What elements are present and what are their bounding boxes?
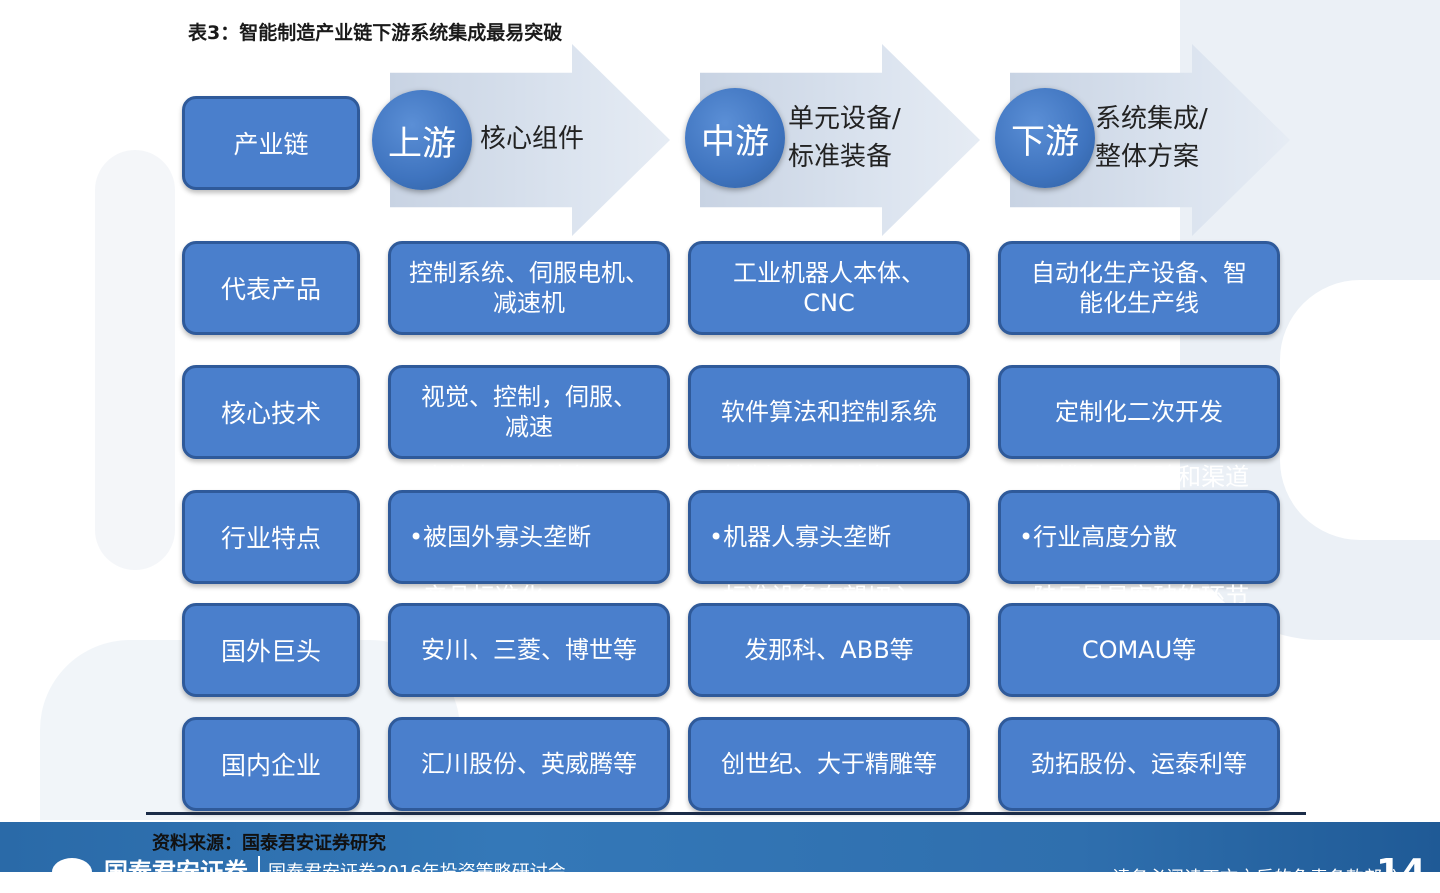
page-number: 14 — [1376, 852, 1427, 893]
row-label-features: 行业特点 — [182, 490, 360, 584]
feature-item: 机器人寡头垄断 — [709, 522, 915, 552]
page-title: 表3：智能制造产业链下游系统集成最易突破 — [188, 22, 563, 44]
upstream-text: 核心组件 — [480, 124, 585, 154]
row-label-foreign: 国外巨头 — [182, 603, 360, 697]
disclaimer-notice: 请务必阅读正文之后的免责条款部分 — [1112, 868, 1400, 889]
cell-products-upstream: 控制系统、伺服电机、 减速机 — [388, 241, 670, 335]
cell-foreign-downstream: COMAU等 — [998, 603, 1280, 697]
footer-bar — [0, 822, 1440, 872]
cell-products-midstream: 工业机器人本体、 CNC — [688, 241, 970, 335]
cell-features-downstream: 门槛在于经验和渠道 行业高度分散 陆厂最易突破的环节 — [998, 463, 1280, 611]
feature-item: 门槛在于经验和渠道 — [1019, 462, 1249, 492]
cell-tech-upstream: 视觉、控制，伺服、 减速 — [388, 365, 670, 459]
row-label-chain: 产业链 — [182, 96, 360, 190]
midstream-circle: 中游 — [685, 88, 785, 188]
cell-features-upstream: 高端产品高壁垒 被国外寡头垄断 产品标准化 — [388, 463, 670, 611]
feature-item: 被国外寡头垄断 — [409, 522, 591, 552]
feature-item: 控制系统高壁垒 — [709, 462, 915, 492]
cell-domestic-midstream: 创世纪、大于精雕等 — [688, 717, 970, 811]
midstream-text: 单元设备/ 标准装备 — [788, 104, 901, 172]
conference-name: 国泰君安证券2016年投资策略研讨会 — [268, 862, 566, 883]
company-logo-text: 国泰君安证券 — [104, 858, 248, 886]
source-note: 资料来源：国泰君安证券研究 — [152, 833, 386, 854]
cell-domestic-upstream: 汇川股份、英威腾等 — [388, 717, 670, 811]
background-shape — [95, 150, 175, 570]
row-label-products: 代表产品 — [182, 241, 360, 335]
separator-line — [146, 812, 1306, 815]
cell-tech-midstream: 软件算法和控制系统 — [688, 365, 970, 459]
cell-foreign-upstream: 安川、三菱、博世等 — [388, 603, 670, 697]
row-label-domestic: 国内企业 — [182, 717, 360, 811]
cell-domestic-downstream: 劲拓股份、运泰利等 — [998, 717, 1280, 811]
row-label-technology: 核心技术 — [182, 365, 360, 459]
downstream-text: 系统集成/ 整体方案 — [1095, 104, 1208, 172]
downstream-circle: 下游 — [995, 88, 1095, 188]
feature-item: 行业高度分散 — [1019, 522, 1249, 552]
background-shape — [1280, 280, 1440, 540]
company-logo-icon — [52, 858, 92, 886]
cell-tech-downstream: 定制化二次开发 — [998, 365, 1280, 459]
feature-item: 高端产品高壁垒 — [409, 462, 591, 492]
cell-foreign-midstream: 发那科、ABB等 — [688, 603, 970, 697]
cell-products-downstream: 自动化生产设备、智 能化生产线 — [998, 241, 1280, 335]
footer-divider — [258, 856, 260, 876]
upstream-circle: 上游 — [372, 90, 472, 190]
cell-features-midstream: 控制系统高壁垒 机器人寡头垄断 标准设备有望切入 — [688, 463, 970, 611]
